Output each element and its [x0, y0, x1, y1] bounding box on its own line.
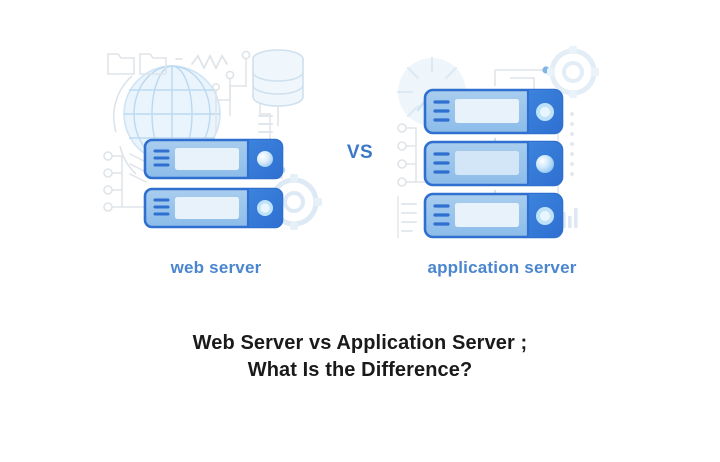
circuit-trace-icon [112, 155, 148, 208]
squiggle-icon [191, 53, 228, 71]
circuit-trace-icon [494, 69, 544, 94]
gear-teeth-icon [547, 46, 599, 98]
server-vent-icon [153, 198, 170, 216]
page-title-line-1: Web Server vs Application Server ; [192, 332, 528, 354]
folder-icon [139, 53, 167, 75]
web-server-illustration [96, 42, 336, 252]
server-unit[interactable] [423, 140, 564, 187]
page-title: Web Server vs Application Server ; What … [60, 330, 660, 384]
server-unit[interactable] [423, 192, 564, 239]
server-led-core-icon [260, 203, 270, 213]
database-icon [252, 49, 304, 107]
arc-icon [112, 75, 137, 175]
server-vent-icon [153, 149, 170, 167]
gear-inner-icon [562, 61, 584, 83]
gear-inner-icon [283, 191, 305, 213]
server-led-core-icon [540, 211, 550, 221]
server-unit[interactable] [143, 138, 284, 180]
application-server-caption: application server [427, 258, 577, 277]
server-vent-icon [433, 152, 450, 174]
hatch-icon [129, 153, 147, 183]
gear-icon [549, 48, 597, 96]
server-vent-icon [433, 100, 450, 122]
dotted-line-icon [570, 112, 574, 176]
server-led-icon [257, 151, 273, 167]
tick-marks-icon [401, 203, 417, 232]
server-led-icon [536, 155, 554, 173]
application-server-illustration [392, 42, 612, 252]
page-title-line-2: What Is the Difference? [247, 359, 473, 381]
server-unit[interactable] [143, 187, 284, 229]
server-vent-icon [433, 204, 450, 226]
vs-label: VS [346, 142, 374, 163]
web-server-caption: web server [170, 258, 262, 277]
server-led-core-icon [540, 107, 550, 117]
circuit-nodes-icon [397, 123, 407, 187]
server-unit[interactable] [423, 88, 564, 135]
folder-icon [107, 53, 135, 75]
